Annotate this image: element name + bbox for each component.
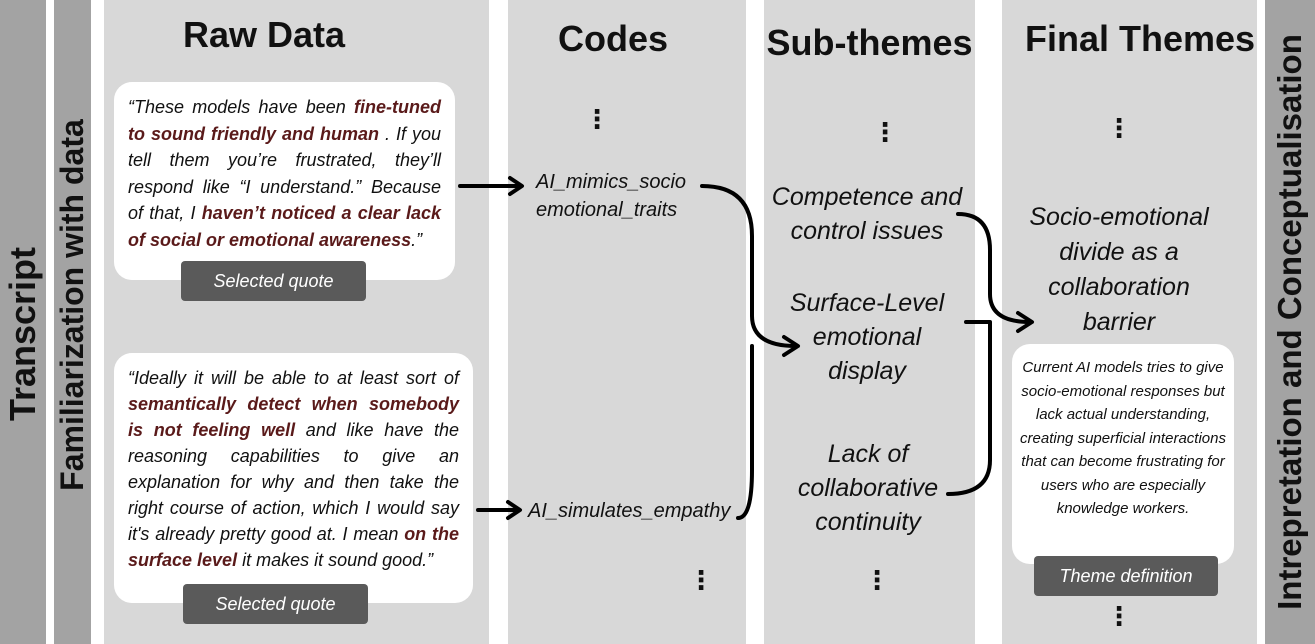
- codes-title: Codes: [557, 18, 669, 59]
- highlighted-phrase: fine-tuned to sound friendly and human: [128, 97, 441, 144]
- interpretation-band: [1265, 0, 1315, 644]
- final-themes-title: Final Themes: [1024, 18, 1256, 59]
- quote-segment: . If you tell them you’re frustrated, th…: [128, 123, 441, 224]
- arrowhead-code1: [508, 176, 524, 196]
- quote-segment: “Ideally it will be able to at least sor…: [128, 368, 459, 388]
- quote-card-1: “These models have been fine-tuned to so…: [114, 82, 455, 280]
- theme-definition-text: Current AI models tries to give socio-em…: [1020, 359, 1226, 517]
- raw-data-title: Raw Data: [182, 14, 346, 55]
- quote-segment: it makes it sound good.”: [237, 550, 434, 570]
- code-mimics-socio-emotional: AI_mimics_socio emotional_traits: [536, 171, 687, 221]
- transcript-band: [0, 0, 46, 644]
- highlighted-phrase: semantically detect when somebody is not…: [128, 394, 459, 440]
- codes-column: [508, 0, 746, 644]
- quote-segment: .”: [411, 229, 423, 250]
- sub-themes-column: [764, 0, 975, 644]
- theme-definition-tag: Theme definition: [1034, 556, 1218, 596]
- bracket-codes-to-subtheme: [700, 184, 798, 520]
- highlighted-phrase: haven’t noticed a clear lack of social o…: [128, 203, 441, 250]
- arrowhead-subtheme: [782, 335, 800, 357]
- subtheme-surface-level: Surface-Level emotional display: [789, 289, 945, 385]
- quote-segment: and like have the reasoning capabilities…: [128, 420, 459, 544]
- code-simulates-empathy: AI_simulates_empathy: [528, 500, 731, 522]
- arrowhead-final: [1016, 311, 1034, 333]
- bracket-subthemes-to-final: [946, 212, 1032, 496]
- subtheme-continuity: Lack of collaborative continuity: [797, 440, 939, 536]
- familiarization-band: [54, 0, 91, 644]
- sub-themes-title: Sub-themes: [766, 22, 973, 63]
- subtheme-competence: Competence and control issues: [771, 183, 963, 245]
- quote-segment: “These models have been: [128, 97, 354, 117]
- quote-text-1: “These models have been fine-tuned to so…: [128, 97, 441, 250]
- arrowhead-code2: [506, 500, 522, 520]
- selected-quote-tag-1: Selected quote: [181, 261, 366, 301]
- highlighted-phrase: on the surface level: [128, 524, 459, 570]
- final-theme-label: Socio-emotional divide as a collaboratio…: [1029, 203, 1209, 336]
- selected-quote-tag-2: Selected quote: [183, 584, 368, 624]
- quote-text-2: “Ideally it will be able to at least sor…: [128, 368, 459, 570]
- quote-card-2: “Ideally it will be able to at least sor…: [114, 353, 473, 603]
- theme-definition-card: Current AI models tries to give socio-em…: [1012, 344, 1234, 564]
